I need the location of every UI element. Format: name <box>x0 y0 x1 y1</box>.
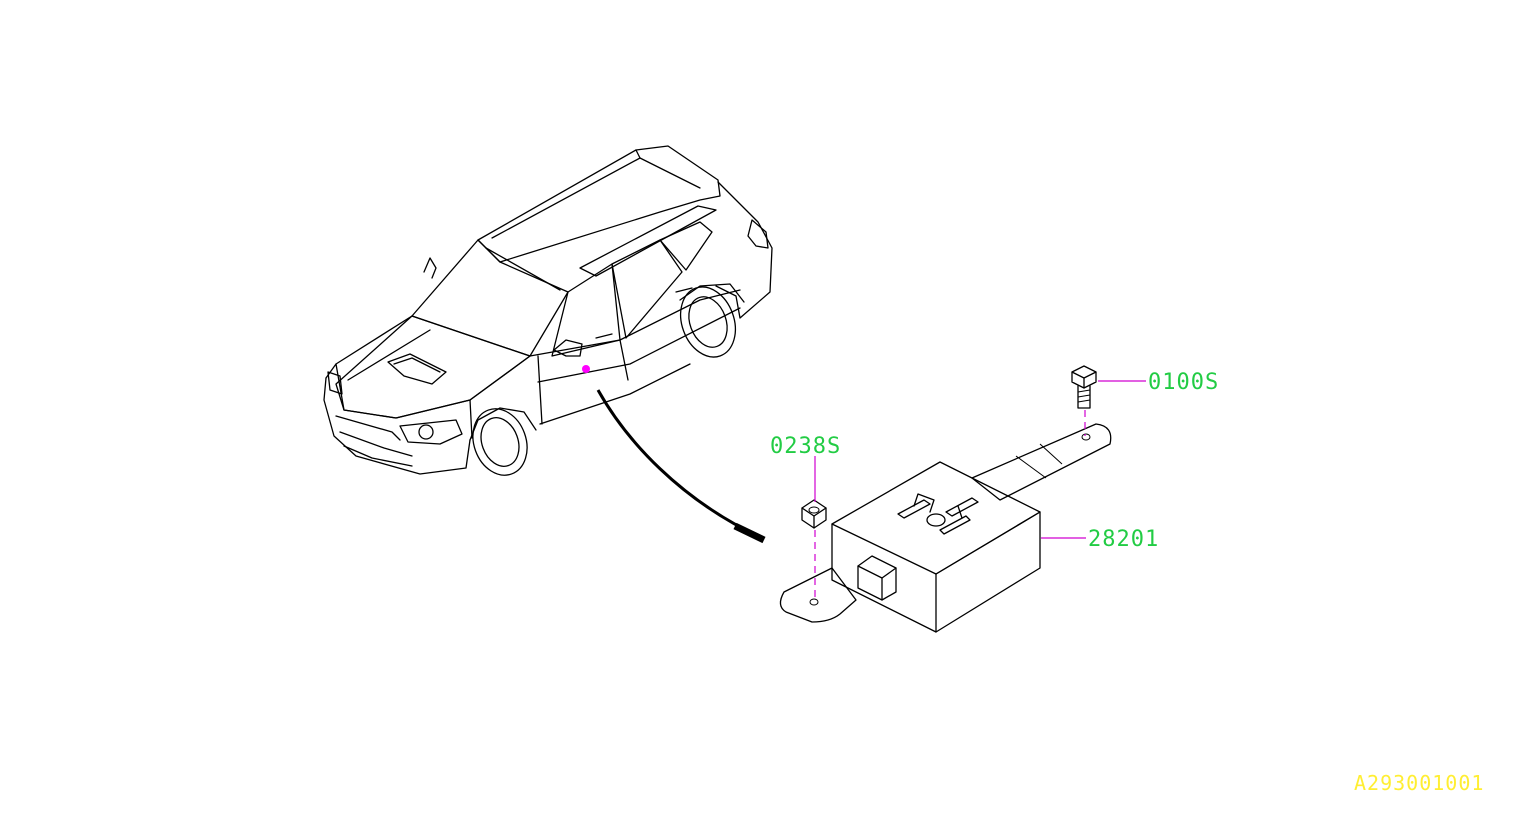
location-pointer-line <box>596 389 763 540</box>
callout-28201[interactable]: 28201 <box>1088 527 1160 552</box>
callout-0238S[interactable]: 0238S <box>770 434 842 459</box>
figure-id: A293001001 <box>1354 771 1485 795</box>
callout-0100S[interactable]: 0100S <box>1148 370 1220 395</box>
nut-illustration <box>801 499 827 529</box>
bolt-illustration <box>1071 365 1097 409</box>
location-marker <box>582 365 590 373</box>
vehicle-illustration <box>323 145 773 476</box>
control-module-illustration <box>779 423 1112 633</box>
leader-lines <box>814 380 1146 600</box>
